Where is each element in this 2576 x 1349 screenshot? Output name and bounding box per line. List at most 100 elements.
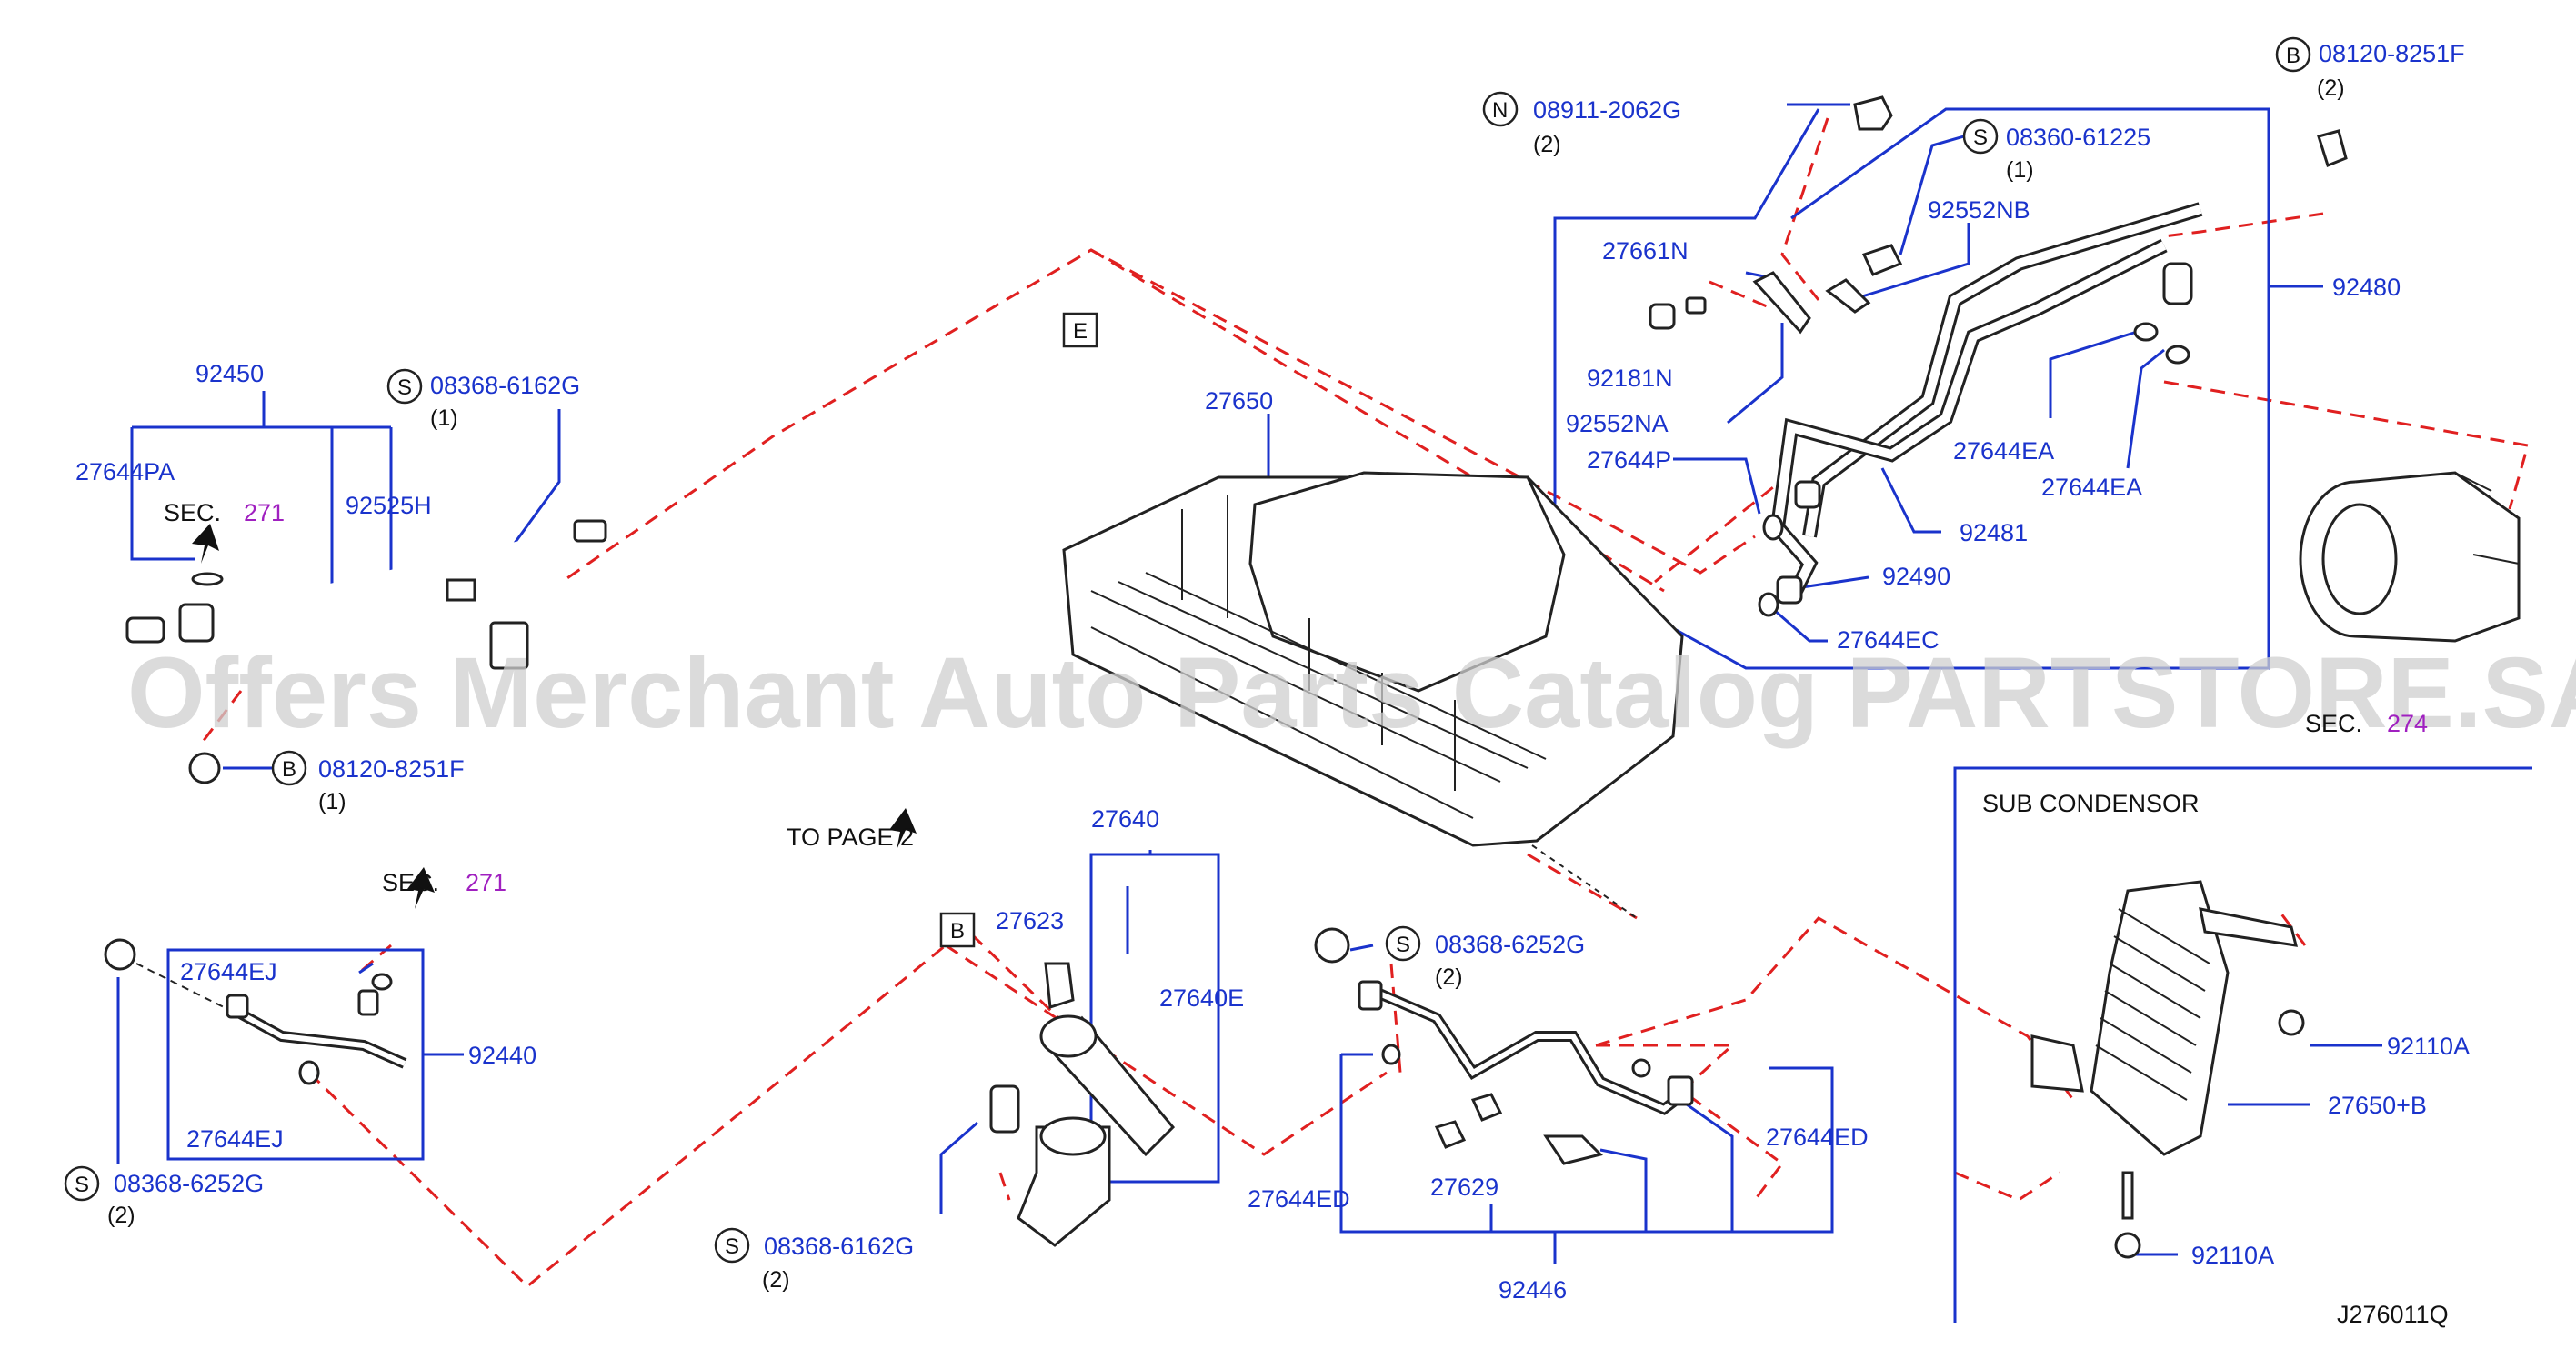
- bolt-head-icon: [1314, 927, 1350, 964]
- sub-condensor-title: SUB CONDENSOR: [1982, 790, 2200, 817]
- part-label-92110A-1[interactable]: 92110A: [2387, 1033, 2470, 1060]
- part-label-92450[interactable]: 92450: [195, 360, 264, 387]
- part-label-27644ED-2[interactable]: 27644ED: [1766, 1124, 1869, 1151]
- arrow-up-icon: [192, 524, 219, 564]
- bolt-icon: [989, 1084, 1020, 1134]
- part-label-27650[interactable]: 27650: [1205, 387, 1273, 415]
- ref-box-B[interactable]: B: [939, 912, 976, 948]
- part-label-92481[interactable]: 92481: [1960, 519, 2028, 546]
- o-ring: [371, 973, 393, 991]
- o-ring: [298, 1060, 320, 1085]
- svg-text:B: B: [2286, 44, 2300, 68]
- leader-lines: [116, 103, 2532, 1323]
- section-ref-274[interactable]: SEC. 274: [2305, 710, 2428, 737]
- svg-text:B: B: [282, 757, 296, 782]
- bolt-icon: [446, 578, 476, 602]
- svg-text:(2): (2): [2317, 75, 2345, 101]
- bolt-head-icon: [2114, 1232, 2141, 1259]
- bolt-head-icon: [104, 938, 136, 971]
- pipe-assembly-92480: [1649, 95, 2348, 617]
- part-label-27644P[interactable]: 27644P: [1587, 446, 1671, 474]
- fastener-label-08368-6252G-right[interactable]: S 08368-6252G (2): [1385, 925, 1585, 990]
- svg-text:E: E: [1073, 319, 1088, 344]
- bolt-icon: [2317, 129, 2348, 167]
- svg-text:08368-6162G: 08368-6162G: [764, 1233, 914, 1260]
- arrow-up-icon: [407, 867, 435, 909]
- part-label-27644EJ-2[interactable]: 27644EJ: [186, 1125, 284, 1153]
- sub-condensor-27650B: [2030, 880, 2305, 1259]
- fastener-label-08911-2062G[interactable]: N 08911-2062G (2): [1482, 91, 1681, 157]
- o-ring: [2165, 345, 2190, 365]
- pipe-assembly-92450: [125, 519, 607, 784]
- svg-text:B: B: [950, 919, 965, 944]
- svg-text:08360-61225: 08360-61225: [2006, 124, 2150, 151]
- ref-box-E[interactable]: E: [1062, 312, 1098, 348]
- svg-text:08120-8251F: 08120-8251F: [318, 755, 465, 783]
- bolt-head-icon: [2278, 1009, 2305, 1036]
- receiver-drier-27640: [889, 808, 1176, 1247]
- part-label-92552NB[interactable]: 92552NB: [1928, 196, 2030, 224]
- fastener-label-08360-61225[interactable]: S 08360-61225 (1): [1962, 118, 2150, 183]
- svg-text:08120-8251F: 08120-8251F: [2319, 40, 2465, 67]
- part-label-27644EA-2[interactable]: 27644EA: [2041, 474, 2142, 501]
- svg-text:(2): (2): [1533, 132, 1561, 157]
- svg-text:S: S: [1973, 125, 1988, 150]
- part-label-27650-plus-B[interactable]: 27650+B: [2328, 1092, 2427, 1119]
- svg-text:(2): (2): [107, 1203, 135, 1228]
- part-label-92446[interactable]: 92446: [1498, 1276, 1567, 1304]
- condenser-27650: [1062, 471, 1684, 919]
- arrow-up-icon: [889, 808, 917, 850]
- svg-text:(1): (1): [318, 789, 346, 814]
- o-ring: [1381, 1044, 1401, 1065]
- to-page-2-link[interactable]: TO PAGE 2: [787, 824, 914, 851]
- fastener-label-08368-6162G-1[interactable]: S 08368-6162G (1): [386, 368, 580, 431]
- fastener-label-08368-6252G-left[interactable]: S 08368-6252G (2): [64, 1165, 264, 1228]
- svg-text:271: 271: [466, 869, 506, 896]
- watermark: Offers Merchant Auto Parts Catalog PARTS…: [127, 637, 2576, 749]
- part-label-27644ED-1[interactable]: 27644ED: [1248, 1185, 1350, 1213]
- svg-text:S: S: [725, 1234, 739, 1259]
- svg-text:08911-2062G: 08911-2062G: [1533, 96, 1681, 124]
- part-label-92552NA[interactable]: 92552NA: [1566, 410, 1669, 437]
- part-label-27644EA-1[interactable]: 27644EA: [1953, 437, 2054, 465]
- part-label-27661N[interactable]: 27661N: [1602, 237, 1689, 265]
- part-label-92480[interactable]: 92480: [2332, 274, 2401, 301]
- part-label-27629[interactable]: 27629: [1430, 1174, 1498, 1201]
- o-ring: [191, 572, 224, 586]
- o-ring: [1631, 1058, 1651, 1078]
- part-label-92525H[interactable]: 92525H: [346, 492, 432, 519]
- part-label-27644EJ-1[interactable]: 27644EJ: [180, 958, 277, 985]
- pipe-92440: [104, 867, 435, 1085]
- part-label-92110A-2[interactable]: 92110A: [2191, 1242, 2274, 1269]
- section-ref-271-top[interactable]: SEC. 271: [164, 499, 285, 526]
- svg-text:274: 274: [2387, 710, 2428, 737]
- svg-text:N: N: [1492, 98, 1508, 123]
- svg-text:08368-6252G: 08368-6252G: [114, 1170, 264, 1197]
- nut-icon: [1853, 95, 1893, 131]
- svg-text:(1): (1): [430, 405, 458, 431]
- section-ref-271-mid[interactable]: SEC. 271: [382, 869, 506, 896]
- diagram-id: J276011Q: [2337, 1301, 2449, 1328]
- compressor: [2299, 471, 2521, 643]
- part-label-92490[interactable]: 92490: [1882, 563, 1950, 590]
- part-label-27640[interactable]: 27640: [1091, 805, 1159, 833]
- svg-text:(2): (2): [1435, 964, 1463, 990]
- fastener-label-08368-6162G-2[interactable]: S 08368-6162G (2): [714, 1227, 914, 1293]
- svg-text:(2): (2): [762, 1267, 790, 1293]
- svg-text:08368-6252G: 08368-6252G: [1435, 931, 1585, 958]
- fastener-label-08120-8251F-top[interactable]: B 08120-8251F (2): [2275, 36, 2465, 101]
- o-ring: [2133, 322, 2159, 342]
- part-label-27640E[interactable]: 27640E: [1159, 984, 1244, 1012]
- part-label-92440[interactable]: 92440: [468, 1042, 536, 1069]
- part-label-27644PA[interactable]: 27644PA: [75, 458, 175, 485]
- svg-text:S: S: [397, 375, 412, 400]
- svg-text:271: 271: [244, 499, 285, 526]
- svg-text:SEC.: SEC.: [2305, 710, 2362, 737]
- part-label-92181N[interactable]: 92181N: [1587, 365, 1673, 392]
- part-label-27644EC[interactable]: 27644EC: [1837, 626, 1940, 654]
- pipe-92446: [1314, 927, 1694, 1165]
- o-ring: [1758, 592, 1779, 617]
- part-label-27623[interactable]: 27623: [996, 907, 1064, 934]
- fastener-label-08120-8251F-left[interactable]: B 08120-8251F (1): [271, 750, 465, 814]
